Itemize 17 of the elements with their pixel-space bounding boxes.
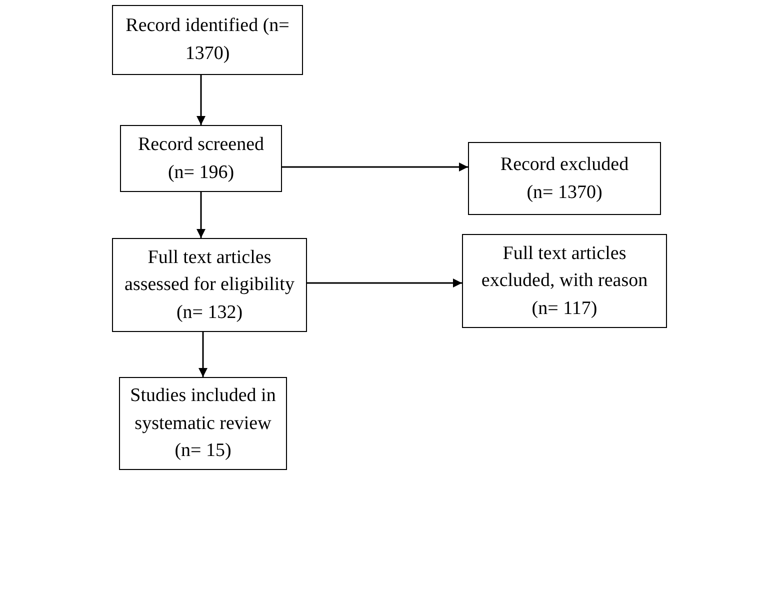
process-box bbox=[120, 125, 282, 192]
box-text: Record screened (n= 196) bbox=[136, 132, 266, 184]
process-box bbox=[468, 142, 661, 215]
process-box bbox=[112, 238, 307, 332]
box-text: Studies included in systematic review (n= 15) bbox=[129, 384, 277, 464]
arrow bbox=[307, 278, 462, 288]
box-text: Full text articles excluded, with reason (n= 117) bbox=[480, 242, 649, 321]
box-text: Record excluded (n= 1370) bbox=[499, 152, 630, 204]
arrow bbox=[282, 162, 468, 172]
process-box bbox=[462, 234, 667, 328]
process-box bbox=[112, 5, 303, 75]
box-text: Full text articles assessed for eligibility (n= 132) bbox=[124, 246, 296, 325]
process-box bbox=[119, 377, 287, 470]
arrow bbox=[198, 332, 208, 377]
box-text: Record identified (n= 1370) bbox=[124, 14, 290, 66]
arrow bbox=[196, 192, 206, 238]
arrow bbox=[196, 75, 206, 125]
